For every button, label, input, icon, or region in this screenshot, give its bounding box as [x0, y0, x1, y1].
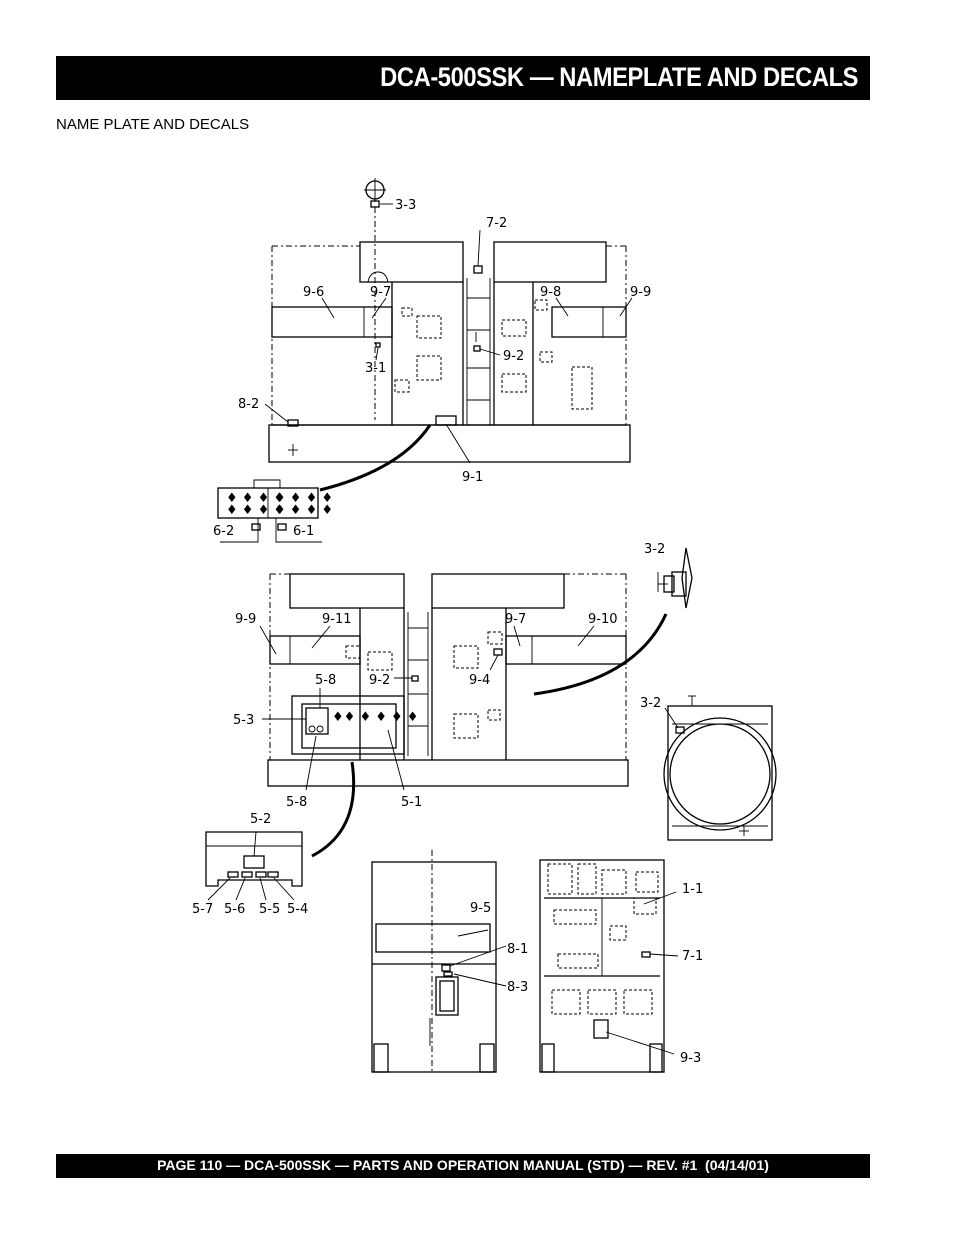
battery-detail: ♦ ♦ ♦ ♦ ♦ ♦ ♦ ♦ ♦ ♦ ♦ ♦ ♦ ♦ ♦ ♦ — [217, 479, 333, 543]
callout-5-8-top: 5-8 — [315, 673, 336, 688]
rear-view — [539, 859, 679, 1073]
callout-9-6: 9-6 — [303, 285, 324, 300]
callout-3-2-end: 3-2 — [640, 696, 661, 711]
callout-9-9-mid: 9-9 — [235, 612, 256, 627]
callout-8-3: 8-3 — [507, 980, 528, 995]
callout-3-2-fan: 3-2 — [644, 542, 665, 557]
front-view — [371, 850, 507, 1074]
fan-detail — [657, 547, 693, 609]
callout-9-11: 9-11 — [322, 612, 352, 627]
callout-9-4: 9-4 — [469, 673, 490, 688]
callout-5-3: 5-3 — [233, 713, 254, 728]
svg-text:♦ ♦ ♦ ♦: ♦ ♦ ♦ ♦ — [226, 491, 285, 506]
callout-5-5: 5-5 — [259, 902, 280, 917]
callout-8-2: 8-2 — [238, 397, 259, 412]
callout-6-2: 6-2 — [213, 524, 234, 539]
callout-9-10: 9-10 — [588, 612, 618, 627]
callout-5-2: 5-2 — [250, 812, 271, 827]
top-generator-view — [264, 178, 633, 464]
callout-5-8-bottom: 5-8 — [286, 795, 307, 810]
svg-text:♦♦ ♦ ♦ ♦ ♦: ♦♦ ♦ ♦ ♦ ♦ — [332, 710, 418, 725]
title-bar: DCA-500SSK — NAMEPLATE AND DECALS — [56, 56, 870, 100]
callout-9-9: 9-9 — [630, 285, 651, 300]
footer-bar: PAGE 110 — DCA-500SSK — PARTS AND OPERAT… — [56, 1154, 870, 1178]
callout-3-1: 3-1 — [365, 361, 386, 376]
callout-5-6: 5-6 — [224, 902, 245, 917]
callout-9-2-mid: 9-2 — [369, 673, 390, 688]
callout-9-1: 9-1 — [462, 470, 483, 485]
page-title: DCA-500SSK — NAMEPLATE AND DECALS — [380, 62, 858, 92]
panel-detail — [205, 831, 303, 901]
callout-7-2: 7-2 — [486, 216, 507, 231]
svg-text:♦ ♦ ♦ ♦: ♦ ♦ ♦ ♦ — [274, 503, 333, 518]
end-view — [663, 695, 777, 841]
callout-5-4: 5-4 — [287, 902, 308, 917]
middle-generator-view: ♦♦ ♦ ♦ ♦ ♦ — [259, 573, 629, 791]
callout-9-3: 9-3 — [680, 1051, 701, 1066]
callout-8-1: 8-1 — [507, 942, 528, 957]
callout-9-5: 9-5 — [470, 901, 491, 916]
callout-9-7-mid: 9-7 — [505, 612, 526, 627]
callout-6-1: 6-1 — [293, 524, 314, 539]
callout-5-1: 5-1 — [401, 795, 422, 810]
svg-text:♦ ♦ ♦ ♦: ♦ ♦ ♦ ♦ — [226, 503, 285, 518]
callout-1-1: 1-1 — [682, 882, 703, 897]
footer-text: PAGE 110 — DCA-500SSK — PARTS AND OPERAT… — [157, 1157, 769, 1173]
callout-9-8: 9-8 — [540, 285, 561, 300]
callout-9-2: 9-2 — [503, 349, 524, 364]
section-label: NAME PLATE AND DECALS — [56, 116, 250, 133]
callout-9-7: 9-7 — [370, 285, 391, 300]
callout-7-1: 7-1 — [682, 949, 703, 964]
svg-text:♦ ♦ ♦ ♦: ♦ ♦ ♦ ♦ — [274, 491, 333, 506]
callout-5-7: 5-7 — [192, 902, 213, 917]
callout-3-3: 3-3 — [395, 198, 416, 213]
